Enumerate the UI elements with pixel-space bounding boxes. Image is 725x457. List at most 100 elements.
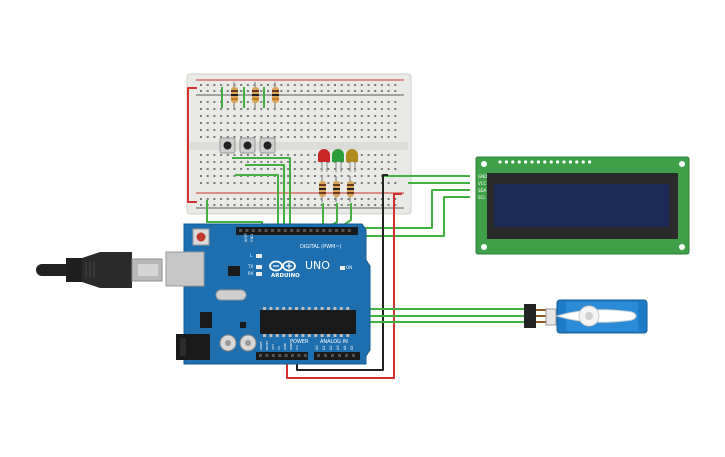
analog-header[interactable] bbox=[314, 352, 360, 360]
breadboard-hole bbox=[260, 115, 263, 117]
arduino-uno-board[interactable]: AREF GND DIGITAL (PWM~) POWER ANALOG IN … bbox=[165, 223, 371, 365]
breadboard-hole bbox=[394, 204, 397, 206]
breadboard-hole bbox=[374, 115, 377, 117]
breadboard-hole bbox=[287, 198, 290, 200]
breadboard-hole bbox=[334, 136, 336, 138]
wire-gnd[interactable] bbox=[296, 174, 388, 371]
breadboard-hole bbox=[287, 129, 290, 131]
resistor-led-3[interactable] bbox=[347, 176, 354, 202]
breadboard-hole bbox=[233, 168, 236, 170]
resistor-led-1[interactable] bbox=[319, 176, 326, 202]
breadboard-hole bbox=[233, 108, 236, 110]
breadboard-hole bbox=[313, 90, 316, 92]
breadboard-hole bbox=[380, 204, 383, 206]
breadboard-hole bbox=[280, 136, 283, 138]
breadboard-hole bbox=[260, 198, 263, 200]
led-green[interactable] bbox=[332, 149, 344, 172]
breadboard-hole bbox=[260, 122, 263, 124]
breadboard-hole bbox=[340, 115, 343, 117]
led-yellow[interactable] bbox=[346, 149, 358, 172]
header-pin bbox=[338, 354, 341, 357]
breadboard-hole bbox=[340, 198, 343, 200]
resistor-led-2[interactable] bbox=[333, 176, 340, 202]
breadboard-hole bbox=[360, 108, 363, 110]
breadboard-hole bbox=[213, 101, 216, 103]
usb-cable[interactable] bbox=[36, 252, 163, 288]
chip-pin bbox=[295, 307, 298, 310]
led-red[interactable] bbox=[318, 149, 330, 172]
breadboard-hole bbox=[387, 198, 390, 200]
breadboard-hole bbox=[206, 115, 209, 117]
servo-motor[interactable] bbox=[524, 299, 648, 334]
breadboard-hole bbox=[226, 175, 229, 177]
breadboard-hole bbox=[327, 108, 330, 110]
resistor-pull-3[interactable] bbox=[272, 82, 279, 108]
breadboard-hole bbox=[226, 122, 229, 124]
breadboard-hole bbox=[313, 108, 316, 110]
pushbutton-2[interactable] bbox=[239, 137, 256, 154]
breadboard-hole bbox=[226, 182, 229, 184]
aref-label: AREF bbox=[244, 233, 248, 242]
breadboard-hole bbox=[374, 101, 377, 103]
breadboard-hole bbox=[380, 84, 383, 86]
pushbutton-1[interactable] bbox=[219, 137, 236, 154]
breadboard-hole bbox=[220, 168, 223, 170]
breadboard-hole bbox=[347, 90, 350, 92]
header-pin bbox=[341, 229, 345, 232]
breadboard-hole bbox=[347, 175, 350, 177]
header-pin bbox=[303, 354, 307, 357]
breadboard-hole bbox=[220, 136, 223, 138]
chip-pin bbox=[307, 334, 311, 337]
breadboard-hole bbox=[374, 175, 377, 177]
breadboard-hole bbox=[334, 115, 336, 117]
breadboard-hole bbox=[213, 90, 216, 92]
breadboard-hole bbox=[287, 182, 290, 184]
breadboard-hole bbox=[226, 84, 229, 86]
power-header[interactable] bbox=[256, 352, 308, 360]
breadboard-hole bbox=[206, 161, 209, 163]
breadboard-hole bbox=[340, 204, 343, 206]
breadboard-hole bbox=[313, 84, 316, 86]
breadboard-hole bbox=[273, 115, 276, 117]
breadboard-hole bbox=[340, 136, 343, 138]
breadboard-hole bbox=[287, 84, 290, 86]
breadboard-hole bbox=[307, 154, 310, 156]
wire-button-2[interactable] bbox=[245, 164, 285, 228]
breadboard-hole bbox=[340, 101, 343, 103]
wire-5v[interactable] bbox=[286, 193, 402, 379]
led-l-label: L bbox=[250, 253, 253, 258]
breadboard-hole bbox=[300, 90, 303, 92]
crystal bbox=[215, 289, 247, 301]
breadboard-hole bbox=[220, 115, 223, 117]
breadboard-hole bbox=[367, 129, 370, 131]
resistor-pull-2[interactable] bbox=[252, 82, 259, 108]
pushbutton-3[interactable] bbox=[259, 137, 276, 154]
header-pin bbox=[290, 229, 294, 232]
breadboard-hole bbox=[380, 90, 383, 92]
brand-label: ARDUINO bbox=[271, 273, 300, 279]
breadboard-hole bbox=[354, 175, 357, 177]
breadboard-hole bbox=[200, 168, 202, 170]
breadboard-hole bbox=[374, 84, 377, 86]
breadboard-hole bbox=[293, 182, 296, 184]
header-pin bbox=[315, 229, 319, 232]
breadboard-hole bbox=[387, 129, 390, 131]
breadboard-hole bbox=[327, 168, 330, 170]
breadboard-hole bbox=[313, 101, 316, 103]
breadboard-hole bbox=[307, 115, 310, 117]
breadboard-hole bbox=[226, 198, 229, 200]
chip-pin bbox=[346, 334, 350, 337]
wire-button-3[interactable] bbox=[235, 174, 279, 228]
breadboard[interactable] bbox=[186, 73, 412, 215]
resistor-pull-1[interactable] bbox=[231, 82, 238, 108]
wire-button-1[interactable] bbox=[232, 157, 291, 228]
breadboard-hole bbox=[307, 182, 310, 184]
lcd-display[interactable]: GND VCC SDA SCL bbox=[475, 156, 690, 255]
breadboard-hole bbox=[287, 90, 290, 92]
servo-horn[interactable] bbox=[555, 305, 637, 327]
breadboard-hole bbox=[347, 108, 350, 110]
breadboard-hole bbox=[226, 168, 229, 170]
breadboard-hole bbox=[200, 204, 202, 206]
wire-5v-rail[interactable] bbox=[187, 87, 197, 203]
